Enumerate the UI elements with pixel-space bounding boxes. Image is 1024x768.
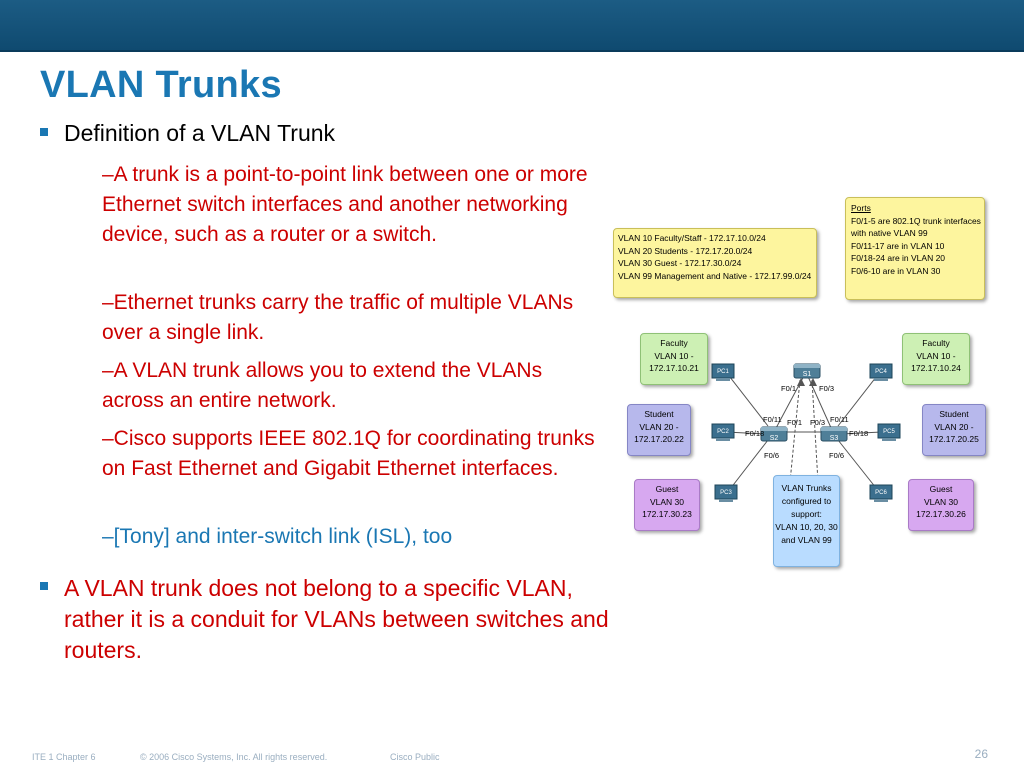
page-number: 26	[974, 747, 988, 761]
switch-s2-label: S2	[770, 435, 779, 442]
box-line: 172.17.30.26	[916, 509, 966, 519]
guest-left-box: Guest VLAN 30 172.17.30.23	[634, 479, 700, 531]
box-line: VLAN 30	[649, 496, 685, 507]
box-line: Faculty	[660, 338, 688, 348]
student-right-box: Student VLAN 20 - 172.17.20.25	[922, 404, 986, 456]
sub-bullet-isl: –[Tony] and inter-switch link (ISL), too	[102, 525, 453, 548]
vlan-legend-box: VLAN 10 Faculty/Staff - 172.17.10.0/24 V…	[613, 228, 817, 298]
pc2-label: PC2	[717, 429, 729, 435]
box-line: VLAN 20 -	[934, 421, 974, 432]
port-label: F0/11	[830, 415, 849, 424]
link-pc6-s3	[837, 439, 881, 494]
bullet-conduit: A VLAN trunk does not belong to a specif…	[64, 575, 609, 663]
faculty-right-box: Faculty VLAN 10 - 172.17.10.24	[902, 333, 970, 385]
switch-s3-label: S3	[830, 435, 839, 442]
pc3-label: PC3	[720, 490, 732, 496]
legend-line: VLAN 99 Management and Native - 172.17.9…	[618, 270, 812, 281]
ports-line: F0/6-10 are in VLAN 30	[851, 265, 941, 276]
trunk-pointer-right	[811, 379, 819, 483]
port-label: F0/1	[781, 384, 796, 393]
box-line: and VLAN 99	[781, 535, 832, 545]
sub-bullet-ieee: –Cisco supports IEEE 802.1Q for coordina…	[102, 427, 595, 480]
box-line: Guest	[929, 484, 953, 494]
switch-s1-label: S1	[803, 371, 812, 378]
legend-line: VLAN 30 Guest - 172.17.30.0/24	[618, 258, 742, 268]
legend-line: VLAN 20 Students - 172.17.20.0/24	[618, 245, 753, 256]
box-line: 172.17.30.23	[642, 509, 692, 519]
vlan-trunks-callout: VLAN Trunks configured to support: VLAN …	[773, 475, 840, 567]
box-line: VLAN Trunks	[781, 483, 832, 493]
pc5-label: PC5	[883, 429, 895, 435]
box-line: VLAN 20 -	[639, 421, 679, 432]
pc1-label: PC1	[717, 369, 729, 375]
guest-right-box: Guest VLAN 30 172.17.30.26	[908, 479, 974, 531]
ports-box: Ports F0/1-5 are 802.1Q trunk interfaces…	[845, 197, 985, 300]
faculty-left-box: Faculty VLAN 10 - 172.17.10.21	[640, 333, 708, 385]
student-left-box: Student VLAN 20 - 172.17.20.22	[627, 404, 691, 456]
box-line: Student	[939, 409, 969, 419]
box-line: VLAN 10 -	[654, 350, 694, 361]
slide-title: VLAN Trunks	[40, 64, 282, 106]
bullet-square-icon	[40, 582, 48, 590]
box-line: 172.17.10.21	[649, 363, 699, 373]
switch-s2-icon	[760, 426, 788, 442]
pc6-label: PC6	[875, 490, 887, 496]
footer-copyright: © 2006 Cisco Systems, Inc. All rights re…	[140, 752, 328, 762]
box-line: Student	[644, 409, 674, 419]
footer-classification: Cisco Public	[390, 752, 440, 762]
port-label: F0/6	[829, 451, 844, 460]
bullet-definition: Definition of a VLAN Trunk	[64, 120, 336, 146]
trunk-pointer-left	[789, 379, 801, 483]
top-header-bar	[0, 0, 1024, 52]
ports-line: F0/18-24 are in VLAN 20	[851, 253, 946, 263]
ports-line: F0/11-17 are in VLAN 10	[851, 240, 945, 251]
box-line: support:	[791, 509, 822, 519]
box-line: Faculty	[922, 338, 950, 348]
link-pc3-s2	[726, 439, 769, 494]
sub-bullet-trunk-definition: –A trunk is a point-to-point link betwee…	[102, 163, 588, 246]
link-s1-s3	[805, 371, 833, 431]
sub-bullet-traffic: –Ethernet trunks carry the traffic of mu…	[102, 291, 574, 344]
box-line: VLAN 10 -	[916, 350, 956, 361]
switch-s3-icon	[820, 426, 848, 442]
link-pc1-s2	[725, 371, 769, 427]
ports-line: with native VLAN 99	[851, 228, 928, 238]
pc4-label: PC4	[875, 369, 887, 375]
box-line: Guest	[655, 484, 679, 494]
ports-heading: Ports	[851, 203, 871, 213]
box-line: 172.17.20.25	[929, 434, 979, 444]
legend-line: VLAN 10 Faculty/Staff - 172.17.10.0/24	[618, 233, 766, 243]
pc-icon	[711, 363, 901, 502]
ports-line: F0/1-5 are 802.1Q trunk interfaces	[851, 215, 981, 226]
box-line: 172.17.10.24	[911, 363, 961, 373]
port-label: F0/11	[763, 415, 782, 424]
sub-bullet-extend: –A VLAN trunk allows you to extend the V…	[102, 359, 543, 412]
box-line: VLAN 10, 20, 30	[775, 522, 838, 532]
port-label: F0/3	[819, 384, 834, 393]
box-line: configured to	[781, 496, 832, 506]
port-label: F0/18	[745, 429, 764, 438]
switch-s1-icon	[793, 363, 821, 379]
box-line: 172.17.20.22	[634, 434, 684, 444]
bullet-square-icon	[40, 128, 48, 136]
port-label: F0/18	[849, 429, 868, 438]
port-label: F0/3	[810, 418, 825, 427]
box-line: VLAN 30	[923, 496, 959, 507]
port-label: F0/6	[764, 451, 779, 460]
footer-course: ITE 1 Chapter 6	[32, 752, 96, 762]
link-pc4-s3	[837, 371, 881, 427]
port-label: F0/1	[787, 418, 802, 427]
